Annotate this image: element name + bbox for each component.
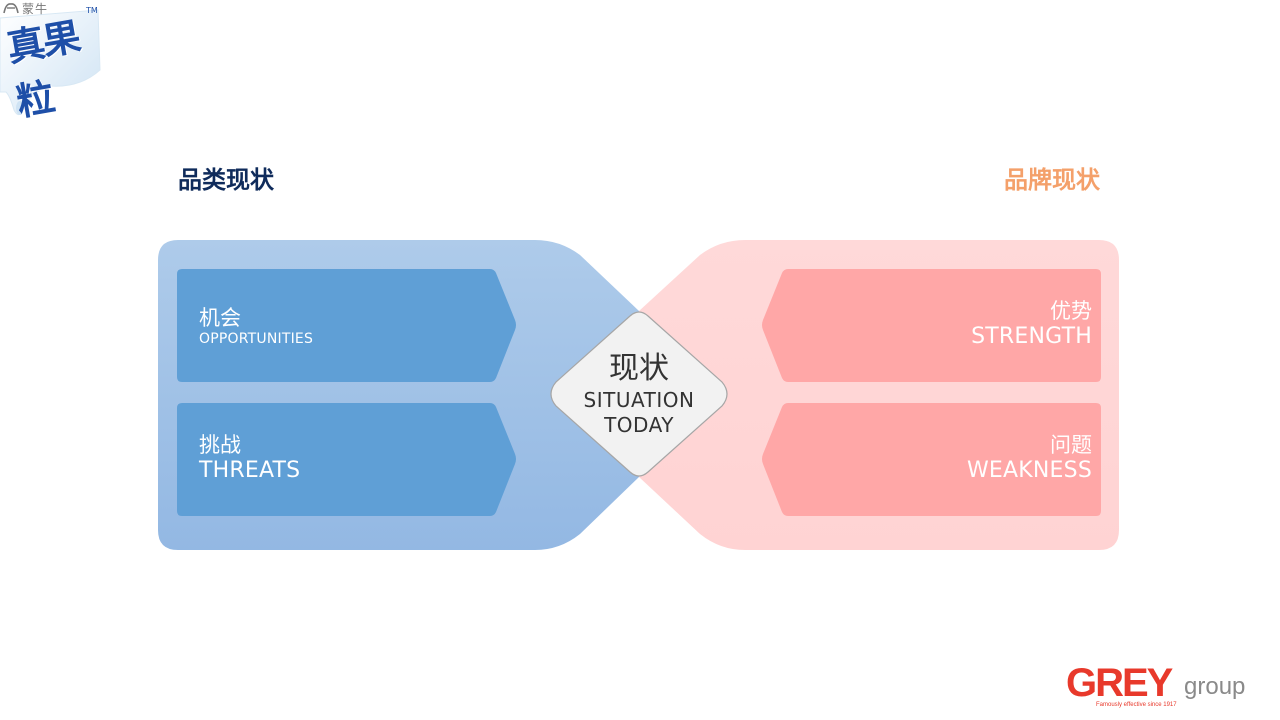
threats-card [177, 403, 516, 516]
strength-en-label: STRENGTH [971, 324, 1092, 349]
threats-en-label: THREATS [199, 458, 301, 483]
situation-en-line2: TODAY [604, 413, 674, 437]
opportunities-en-label: OPPORTUNITIES [199, 331, 314, 347]
strength-cn-label: 优势 [1050, 299, 1092, 323]
opportunities-card [177, 269, 516, 382]
threats-cn-label: 挑战 [199, 433, 241, 457]
opportunities-text: 机会 OPPORTUNITIES [199, 306, 313, 348]
category-status-heading: 品类现状 [178, 166, 274, 194]
strength-card [762, 269, 1101, 382]
strength-text: 优势 STRENGTH [971, 299, 1092, 351]
brand-company-mark: 蒙牛 [22, 2, 49, 16]
grey-logo-group: group [1184, 673, 1246, 700]
weakness-card [762, 403, 1101, 516]
grey-logo-word: GREY [1066, 661, 1173, 705]
brand-status-heading: 品牌现状 [1004, 166, 1100, 194]
brand-logo: 蒙牛 真果粒 TM [0, 0, 104, 124]
situation-cn-label: 现状 [609, 351, 669, 386]
grey-logo-tagline: Famously effective since 1917 [1096, 702, 1177, 708]
situation-en-label: SITUATION TODAY [539, 388, 739, 438]
cow-icon [3, 3, 19, 14]
brand-logo-background [0, 9, 101, 116]
situation-en-line1: SITUATION [583, 388, 695, 412]
opportunities-cn-label: 机会 [199, 306, 241, 330]
threats-text: 挑战 THREATS [199, 433, 300, 485]
brand-trademark: TM [86, 6, 98, 15]
weakness-cn-label: 问题 [1050, 433, 1092, 457]
weakness-text: 问题 WEAKNESS [967, 433, 1092, 485]
weakness-en-label: WEAKNESS [966, 458, 1092, 483]
situation-diamond [550, 311, 728, 477]
